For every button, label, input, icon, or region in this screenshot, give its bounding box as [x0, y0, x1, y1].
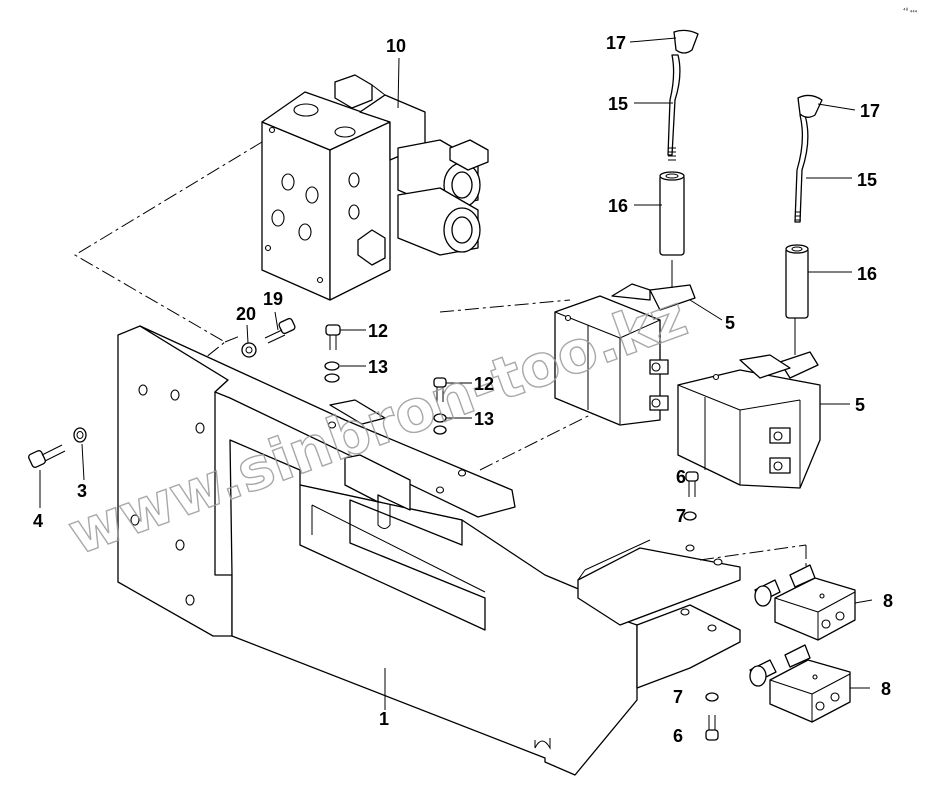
callout-17-left: 17 [606, 33, 626, 53]
lever-knob-part-17-left [673, 29, 699, 54]
screw-part-6-upper [685, 471, 699, 497]
lever-knob-part-17-right [797, 94, 823, 118]
control-lever-part-15-left [667, 54, 681, 161]
callout-13-left: 13 [368, 357, 388, 377]
callout-12-left: 12 [368, 321, 388, 341]
screw-part-12-left [325, 324, 366, 350]
washer-part-3 [73, 427, 87, 481]
connector-block-part-8-upper [754, 564, 856, 641]
control-lever-part-15-right [794, 114, 809, 223]
callout-4: 4 [33, 511, 43, 531]
callout-labels: 10 17 15 16 17 15 16 5 5 19 20 12 13 12 … [33, 33, 893, 746]
directional-valve-part-5-upper [554, 260, 696, 426]
callout-15-right: 15 [857, 170, 877, 190]
callout-8-lower: 8 [881, 679, 891, 699]
directional-valve-part-5-lower [677, 318, 821, 489]
screw-part-12-right [433, 377, 472, 402]
washer-part-20 [241, 324, 257, 358]
callout-19: 19 [263, 289, 283, 309]
callout-1: 1 [379, 709, 389, 729]
callout-16-right: 16 [857, 264, 877, 284]
screw-part-4 [28, 444, 66, 508]
callout-7-lower: 7 [673, 687, 683, 707]
callout-3: 3 [77, 481, 87, 501]
callout-16-left: 16 [608, 196, 628, 216]
callout-10: 10 [386, 36, 406, 56]
sleeve-part-16-left [659, 171, 685, 256]
washer-part-7-upper [683, 511, 697, 521]
washer-part-13-left [324, 361, 366, 383]
callout-15-left: 15 [608, 94, 628, 114]
hydraulic-valve-block-part-10 [261, 74, 489, 301]
leader-lines [384, 37, 873, 710]
callout-20: 20 [236, 304, 256, 324]
callout-6-lower: 6 [673, 726, 683, 746]
callout-6-upper: 6 [676, 467, 686, 487]
callout-12-right: 12 [474, 374, 494, 394]
connector-block-part-8-lower [749, 644, 851, 723]
callout-5-lower: 5 [855, 395, 865, 415]
screw-part-6-lower [705, 715, 719, 741]
screw-part-19 [264, 311, 296, 344]
callout-8-upper: 8 [883, 591, 893, 611]
corner-code: ⁴⁸ ₄₄₄ [903, 7, 918, 14]
callout-13-right: 13 [474, 409, 494, 429]
washer-part-13-right [433, 413, 472, 435]
base-frame-part-1 [117, 325, 741, 776]
callout-7-upper: 7 [676, 506, 686, 526]
sleeve-part-16-right [785, 244, 809, 319]
callout-17-right: 17 [860, 101, 880, 121]
washer-part-7-lower [705, 692, 719, 702]
callout-5-upper: 5 [725, 313, 735, 333]
